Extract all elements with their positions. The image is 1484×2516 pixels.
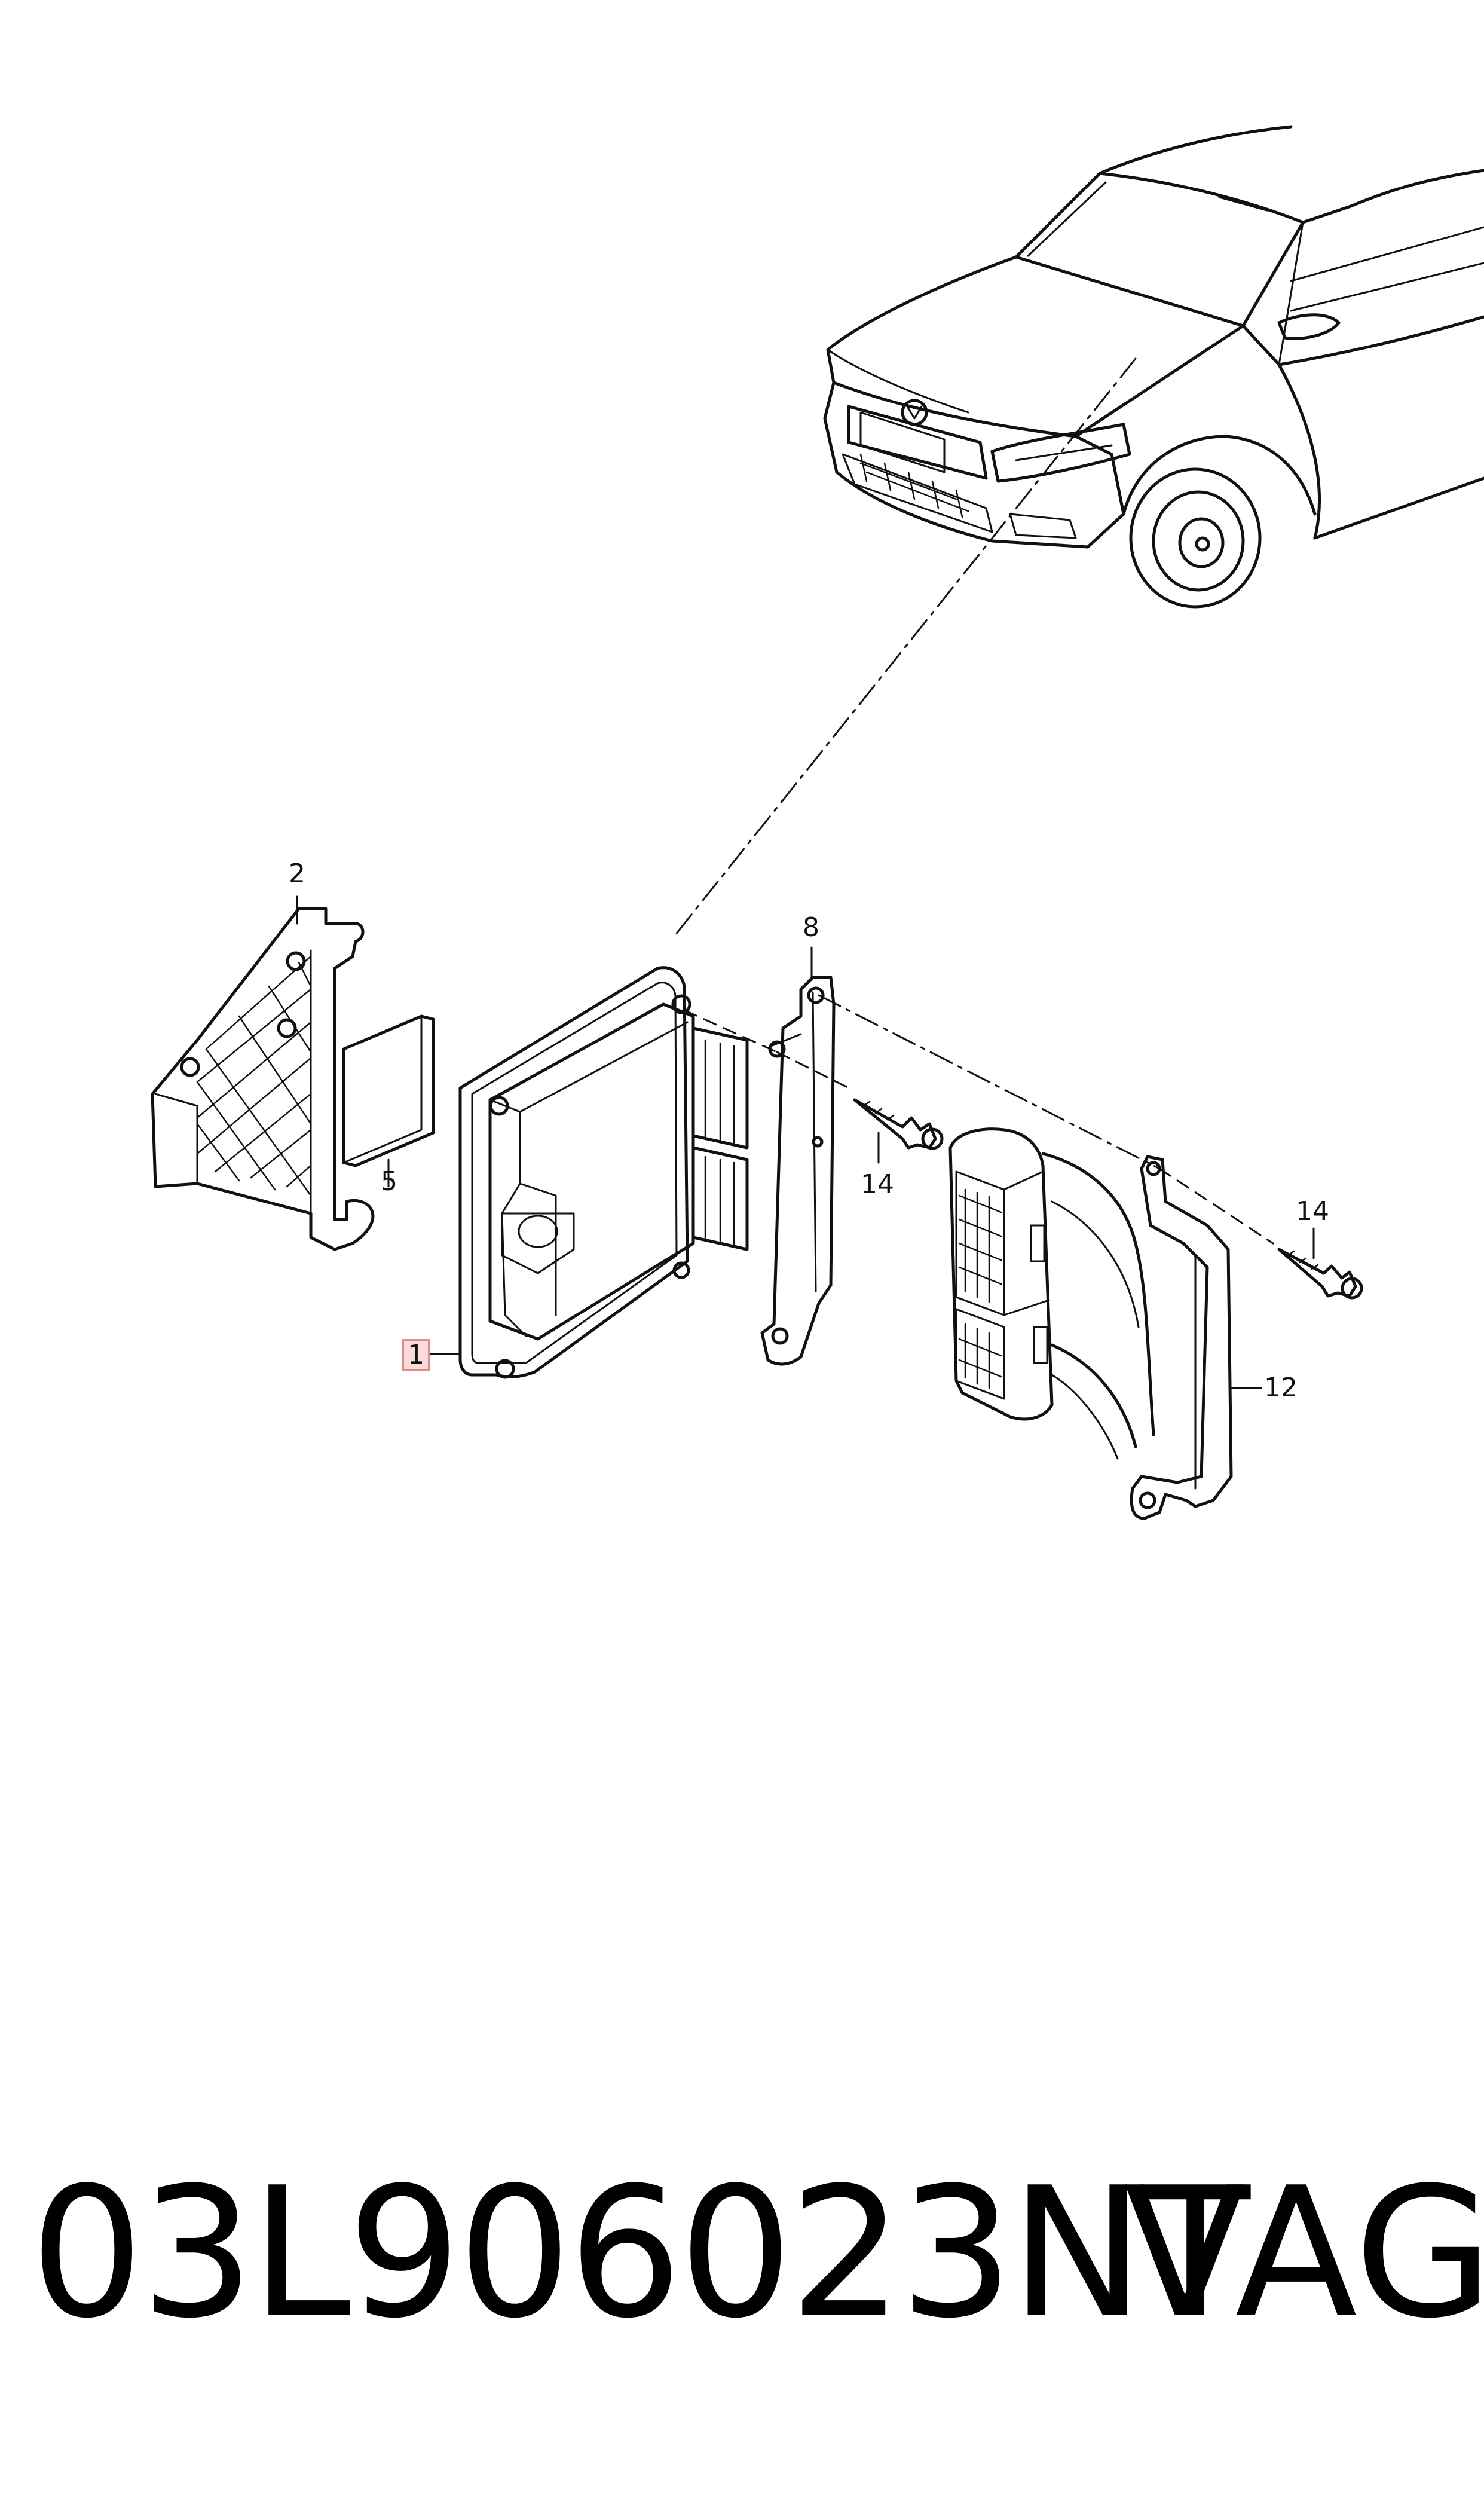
brand-text: VAG bbox=[1124, 2149, 1484, 2358]
callout-1[interactable]: 1 bbox=[402, 1339, 430, 1371]
callout-2: 2 bbox=[289, 858, 305, 889]
part-5-label-sticker bbox=[342, 1014, 435, 1167]
part-2-bracket bbox=[151, 907, 375, 1251]
car-illustration bbox=[823, 125, 1484, 609]
part-12-connector-holder bbox=[948, 1127, 1233, 1520]
callout-12: 12 bbox=[1264, 1372, 1298, 1403]
part-1-ecu-module bbox=[458, 966, 749, 1379]
part-14-screw-a bbox=[853, 1098, 944, 1150]
part-number-text: 03L906023NT bbox=[30, 2149, 1250, 2358]
callout-14-a: 14 bbox=[861, 1169, 894, 1200]
callout-14-b: 14 bbox=[1296, 1196, 1329, 1227]
part-14-screw-b bbox=[1277, 1248, 1363, 1300]
part-8-mounting-plate bbox=[760, 976, 836, 1366]
callout-5: 5 bbox=[381, 1166, 397, 1197]
callout-8: 8 bbox=[803, 912, 819, 943]
